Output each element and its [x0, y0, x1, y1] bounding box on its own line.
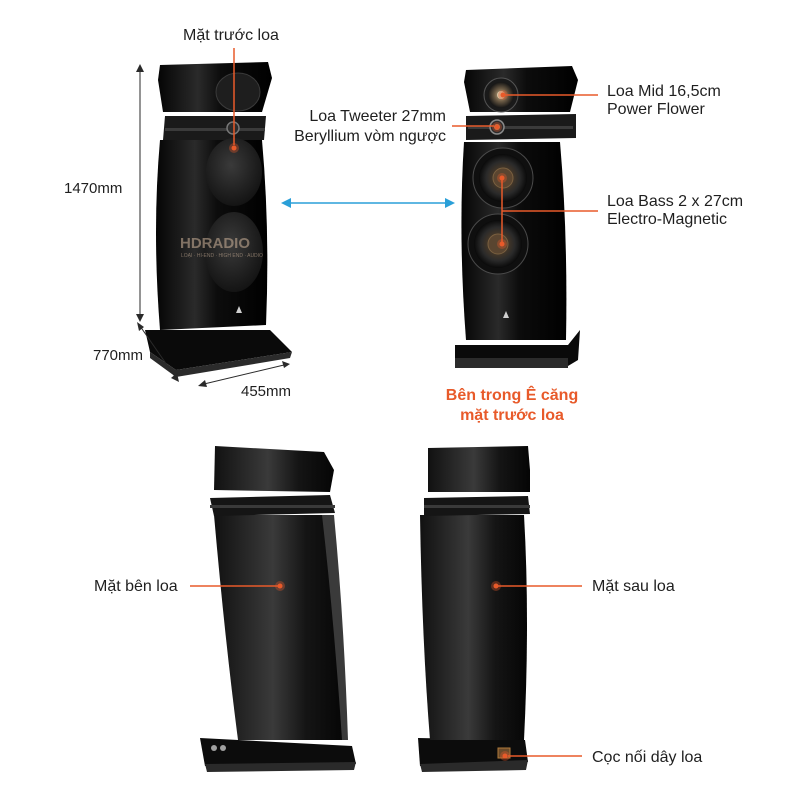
- callout-terminals-label: Cọc nối dây loa: [592, 749, 702, 766]
- speaker-back-view: [418, 446, 530, 772]
- callout-tweeter-label-2: Beryllium vòm ngược: [294, 128, 446, 145]
- callout-back-marker: [491, 581, 582, 591]
- callout-mid-marker: [498, 90, 598, 100]
- speaker-front-drivers: [455, 66, 580, 368]
- dimension-width: 455mm: [241, 383, 291, 400]
- dimension-depth: 770mm: [93, 347, 143, 364]
- callout-bass-marker: [497, 173, 598, 249]
- speaker-side-view: [200, 446, 356, 772]
- callout-mid-label-2: Power Flower: [607, 101, 705, 118]
- highlight-line-2: mặt trước loa: [460, 407, 564, 424]
- dimension-height: 1470mm: [64, 180, 122, 197]
- callout-back-label: Mặt sau loa: [592, 578, 675, 595]
- double-arrow-icon: [281, 198, 455, 208]
- callout-side-marker: [190, 581, 285, 591]
- callout-side-label: Mặt bên loa: [94, 578, 178, 595]
- target-dot-icon: [229, 143, 239, 153]
- watermark-tagline: LOẠI · HI-END · HIGH END · AUDIO: [181, 253, 263, 259]
- highlight-line-1: Bên trong Ê căng: [446, 385, 578, 404]
- callout-bass-label-2: Electro-Magnetic: [607, 211, 727, 228]
- callout-tweeter-label-1: Loa Tweeter 27mm: [309, 108, 446, 125]
- callout-front-label: Mặt trước loa: [183, 27, 279, 44]
- speaker-front-grille: [145, 62, 292, 377]
- callout-mid-label-1: Loa Mid 16,5cm: [607, 83, 721, 100]
- callout-bass-label-1: Loa Bass 2 x 27cm: [607, 193, 743, 210]
- callout-tweeter-marker: [452, 122, 502, 132]
- watermark-brand: HDRADIO: [180, 235, 250, 252]
- callout-terminals-marker: [500, 751, 582, 761]
- dimension-lines: [136, 64, 290, 387]
